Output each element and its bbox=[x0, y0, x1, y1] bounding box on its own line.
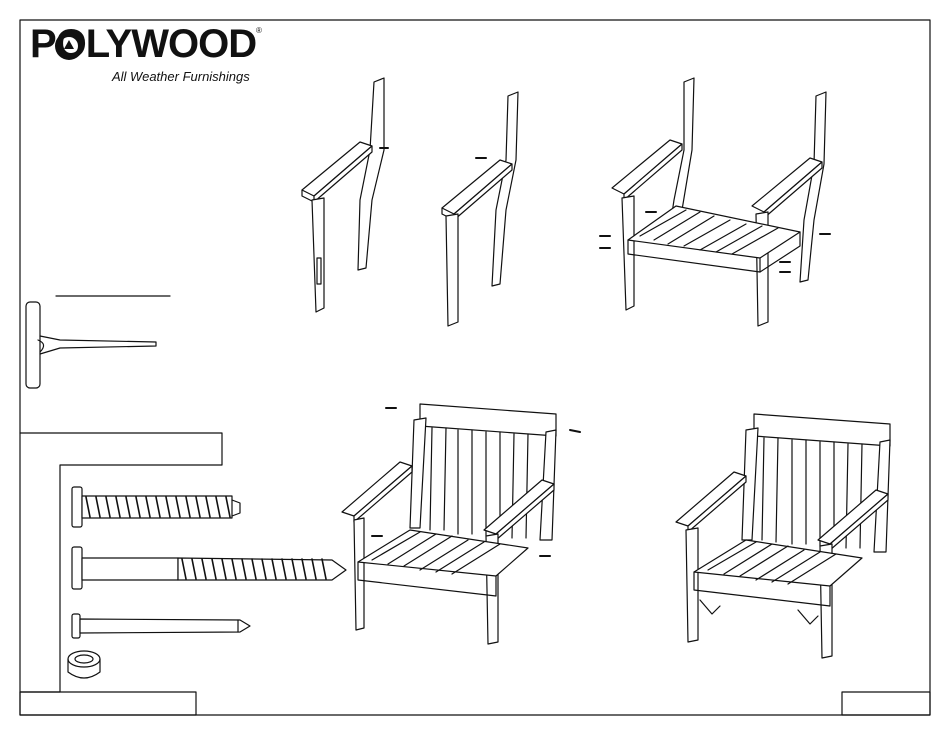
footer-right-box bbox=[842, 692, 930, 715]
side-frame-right bbox=[442, 92, 518, 326]
side-frame-left bbox=[302, 78, 388, 312]
lag-bolt bbox=[72, 547, 346, 589]
footer-left-box bbox=[20, 692, 196, 715]
plug-cap bbox=[68, 651, 100, 678]
registered-mark: ® bbox=[256, 26, 262, 35]
t-handle-hex-key bbox=[26, 296, 170, 388]
seat-assembly bbox=[600, 78, 830, 326]
back-attachment bbox=[342, 404, 580, 644]
short-screw bbox=[72, 614, 250, 638]
completed-chair bbox=[676, 414, 890, 658]
brand-logo: POLYWOOD bbox=[30, 22, 256, 66]
brand-tagline: All Weather Furnishings bbox=[112, 69, 250, 84]
long-screw bbox=[72, 487, 240, 527]
page-border bbox=[20, 20, 930, 715]
